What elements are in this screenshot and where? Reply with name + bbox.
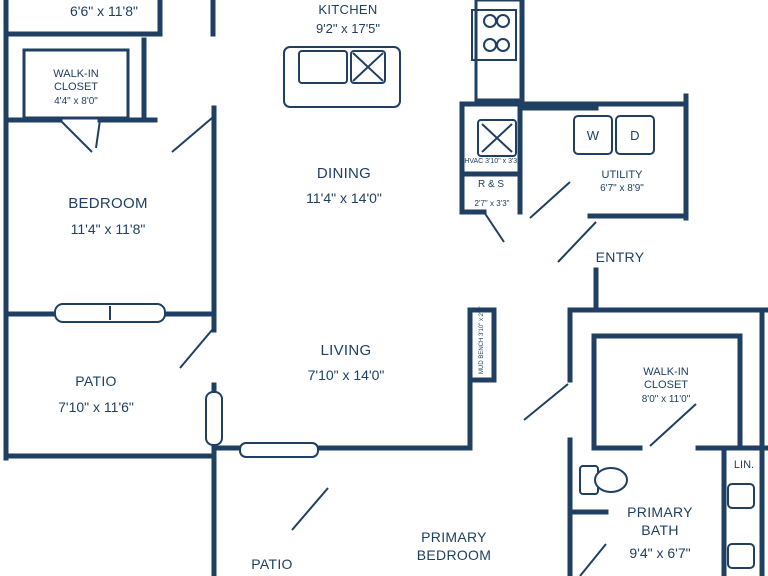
utility-label: UTILITY	[601, 169, 643, 181]
walkin-closet-1-label-2: CLOSET	[53, 81, 98, 93]
washer-label: W	[586, 128, 600, 143]
walkin-closet-2-label-1: WALK-IN	[643, 366, 689, 378]
utility-dim: 6'7" x 8'9"	[600, 183, 644, 194]
walkin-closet-2-dim: 8'0" x 11'0"	[641, 394, 691, 405]
primary-bedroom-label-2: BEDROOM	[416, 547, 492, 563]
doors	[59, 117, 697, 576]
top-left-room-dim: 6'6" x 11'8"	[70, 3, 138, 19]
patio-1-label: PATIO	[75, 373, 117, 389]
rs-label: R & S	[477, 179, 505, 190]
patio-2-label: PATIO	[251, 556, 293, 572]
linen-label: LIN.	[733, 459, 755, 471]
primary-bedroom-label-1: PRIMARY	[421, 529, 487, 545]
patio-1-dim: 7'10" x 11'6"	[58, 399, 134, 415]
walkin-closet-1-label-1: WALK-IN	[53, 68, 99, 80]
primary-bath-label-1: PRIMARY	[627, 504, 693, 520]
bedroom-label: BEDROOM	[68, 195, 148, 212]
dryer-label: D	[630, 128, 640, 143]
kitchen-dim: 9'2" x 17'5"	[315, 21, 381, 36]
kitchen-label: KITCHEN	[318, 2, 378, 17]
living-dim: 7'10" x 14'0"	[307, 367, 385, 383]
mud-bench-label: MUD BENCH 3'10" x 2'0"	[479, 306, 485, 374]
walkin-closet-2-label-2: CLOSET	[643, 379, 688, 391]
walkin-closet-1-dim: 4'4" x 8'0"	[54, 96, 98, 107]
rs-dim: 2'7" x 3'3"	[474, 199, 510, 208]
dining-dim: 11'4" x 14'0"	[306, 190, 382, 206]
primary-bath-dim: 9'4" x 6'7"	[629, 545, 691, 561]
windows	[54, 303, 319, 458]
dining-label: DINING	[316, 165, 372, 182]
entry-label: ENTRY	[595, 249, 645, 265]
fixtures	[283, 14, 755, 569]
walls	[3, 0, 768, 576]
hvac-label: HVAC 3'10" x 3'3"	[464, 158, 520, 165]
bedroom-dim: 11'4" x 11'8"	[70, 221, 146, 237]
living-label: LIVING	[320, 342, 372, 359]
primary-bath-label-2: BATH	[641, 522, 679, 538]
